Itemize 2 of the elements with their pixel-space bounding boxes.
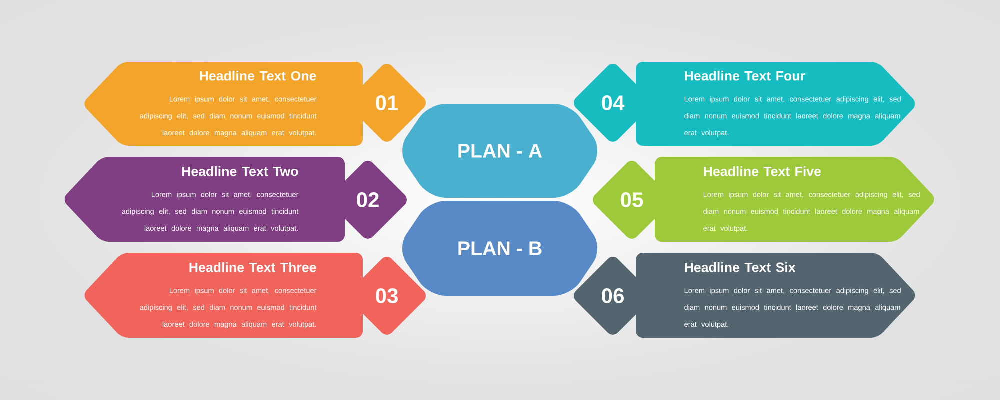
plan-hexagon: PLAN - A (402, 104, 598, 198)
plan-hexagon: PLAN - B (402, 200, 598, 296)
